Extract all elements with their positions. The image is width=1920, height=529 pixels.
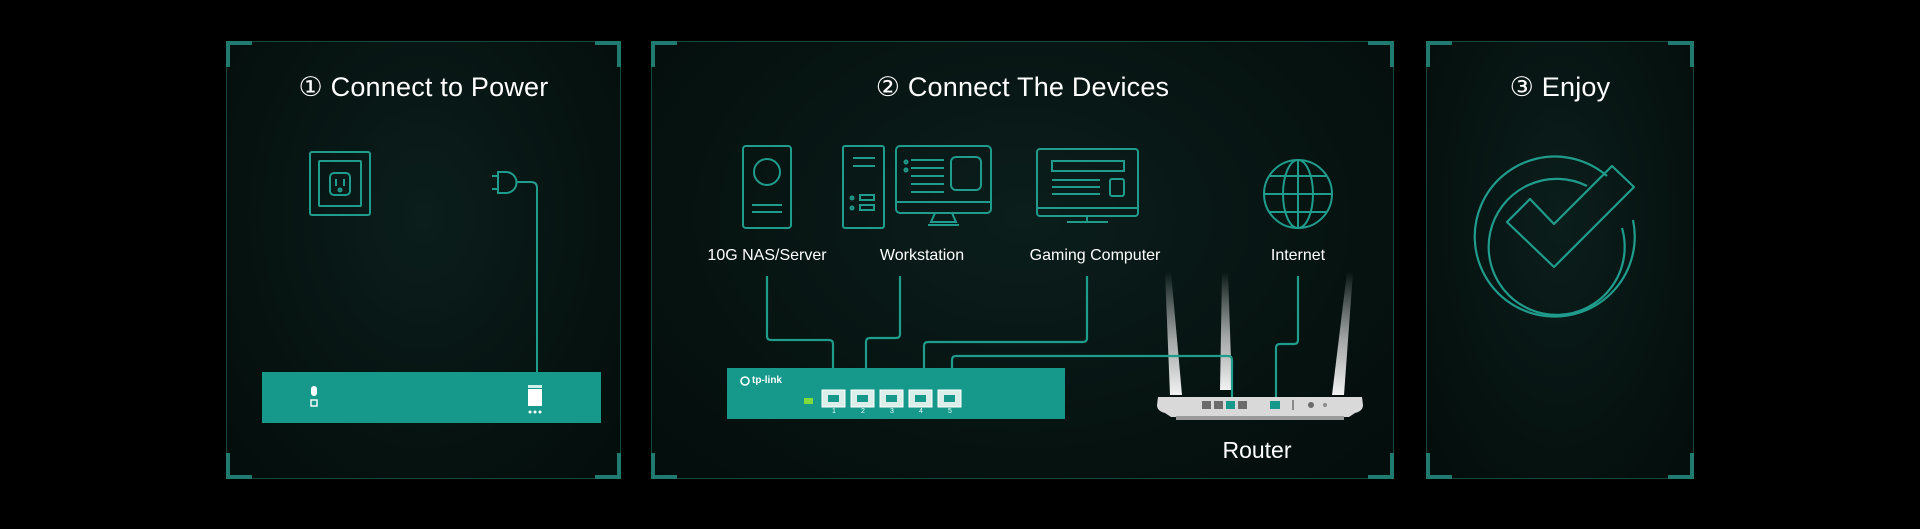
port-number: 4 (919, 408, 923, 415)
port-number: 3 (890, 408, 894, 415)
label-nas-server: 10G NAS/Server (707, 247, 827, 264)
panel-enjoy: ③ Enjoy (1426, 41, 1694, 479)
panel-title-devices: ② Connect The Devices (875, 72, 1170, 102)
switch-brand-label: tp-link (752, 375, 782, 386)
port-number: 5 (948, 408, 952, 415)
panel-title-power: ① Connect to Power (298, 72, 549, 102)
label-gaming-computer: Gaming Computer (1029, 247, 1161, 264)
label-router: Router (1222, 437, 1292, 463)
label-internet: Internet (1270, 247, 1326, 264)
label-workstation: Workstation (879, 247, 965, 264)
port-number: 2 (861, 408, 865, 415)
panel-connect-power: ① Connect to Power (226, 41, 621, 479)
port-number: 1 (832, 408, 836, 415)
panel-title-enjoy: ③ Enjoy (1509, 72, 1611, 102)
